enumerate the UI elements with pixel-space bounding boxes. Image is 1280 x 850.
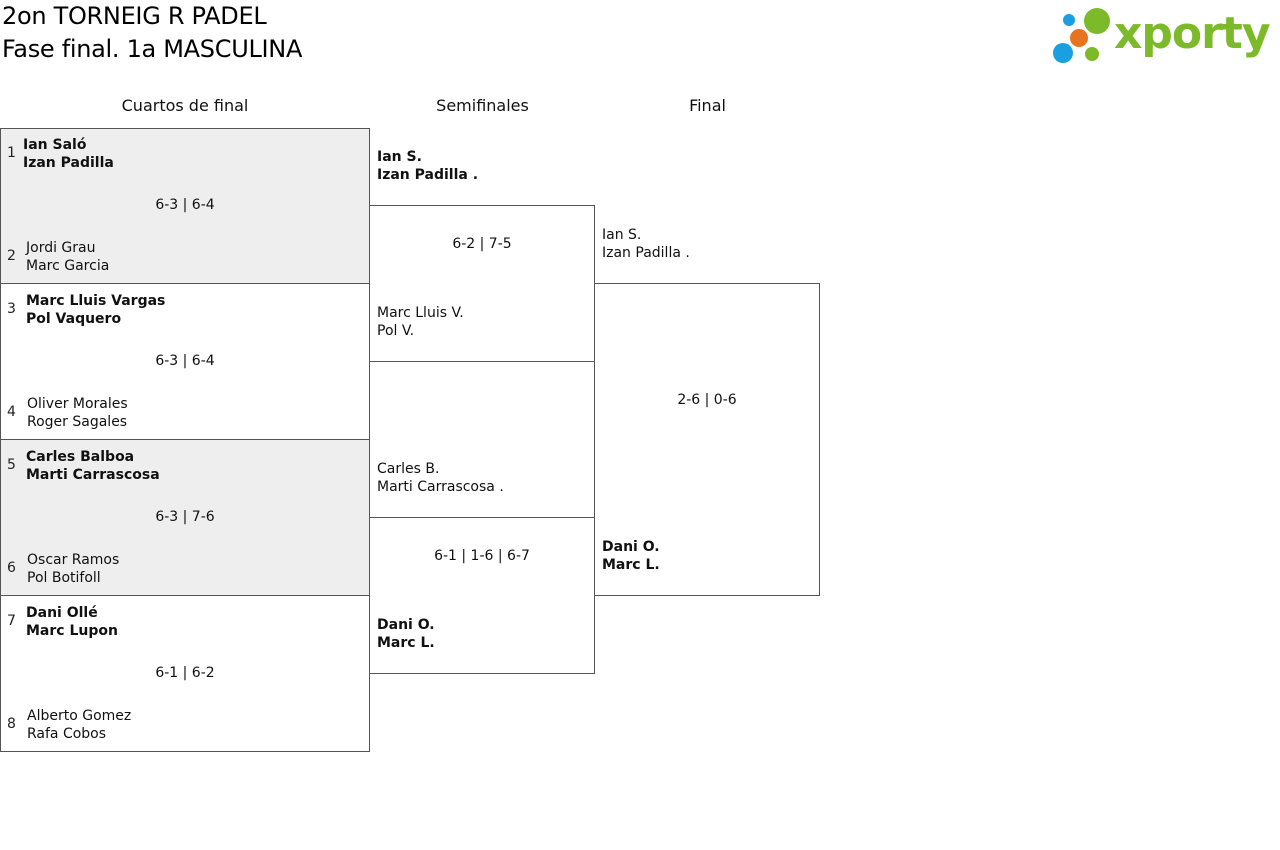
column-header-final: Final: [689, 96, 726, 115]
player-name: Izan Padilla: [23, 155, 114, 171]
player-name: Marc Garcia: [26, 258, 110, 274]
phase-title: Fase final. 1a MASCULINA: [2, 35, 303, 63]
xporty-logo[interactable]: xporty: [1050, 4, 1276, 68]
match-score: 6-1 | 6-2: [155, 665, 215, 681]
seed-number: 4: [7, 404, 16, 420]
player-name: Ian S.: [377, 149, 422, 165]
player-name: Dani Ollé: [26, 605, 98, 621]
player-name: Rafa Cobos: [27, 726, 107, 742]
player-name: Marc L.: [377, 635, 435, 651]
seed-number: 7: [7, 613, 16, 629]
seed-number: 3: [7, 301, 16, 317]
player-name: Marti Carrascosa: [26, 467, 160, 483]
match-score: 6-3 | 6-4: [155, 197, 215, 213]
player-name: Izan Padilla .: [602, 245, 690, 261]
seed-number: 6: [7, 560, 16, 576]
player-name: Ian Saló: [23, 137, 87, 153]
quarterfinal-match-3: [0, 439, 370, 596]
final-match: [594, 283, 820, 596]
player-name: Roger Sagales: [27, 414, 128, 430]
match-score: 6-3 | 7-6: [155, 509, 215, 525]
player-name: Pol V.: [377, 323, 415, 339]
match-score: 6-1 | 1-6 | 6-7: [434, 548, 530, 564]
player-name: Dani O.: [377, 617, 435, 633]
player-name: Pol Botifoll: [27, 570, 101, 586]
player-name: Oliver Morales: [27, 396, 128, 412]
player-name: Carles B.: [377, 461, 440, 477]
player-name: Izan Padilla .: [377, 167, 479, 183]
column-header-quarterfinals: Cuartos de final: [121, 96, 249, 115]
player-name: Jordi Grau: [26, 240, 96, 256]
player-name: Dani O.: [602, 539, 660, 555]
player-name: Oscar Ramos: [27, 552, 120, 568]
seed-number: 1: [7, 145, 16, 161]
tournament-title: 2on TORNEIG R PADEL: [2, 2, 267, 30]
player-name: Pol Vaquero: [26, 311, 122, 327]
seed-number: 2: [7, 248, 16, 264]
player-name: Marc Lupon: [26, 623, 118, 639]
match-score: 6-3 | 6-4: [155, 353, 215, 369]
quarterfinal-match-1: [0, 128, 370, 284]
player-name: Marc Lluis Vargas: [26, 293, 166, 309]
player-name: Marti Carrascosa .: [377, 479, 504, 495]
player-name: Ian S.: [602, 227, 642, 243]
player-name: Alberto Gomez: [27, 708, 132, 724]
player-name: Marc L.: [602, 557, 660, 573]
column-header-semifinals: Semifinales: [436, 96, 529, 115]
player-name: Carles Balboa: [26, 449, 135, 465]
match-score: 6-2 | 7-5: [452, 236, 512, 252]
match-score: 2-6 | 0-6: [677, 392, 737, 408]
logo-dots-icon: [1053, 8, 1110, 63]
player-name: Marc Lluis V.: [377, 305, 464, 321]
logo-wordmark: xporty: [1114, 8, 1271, 59]
seed-number: 8: [7, 716, 16, 732]
seed-number: 5: [7, 457, 16, 473]
